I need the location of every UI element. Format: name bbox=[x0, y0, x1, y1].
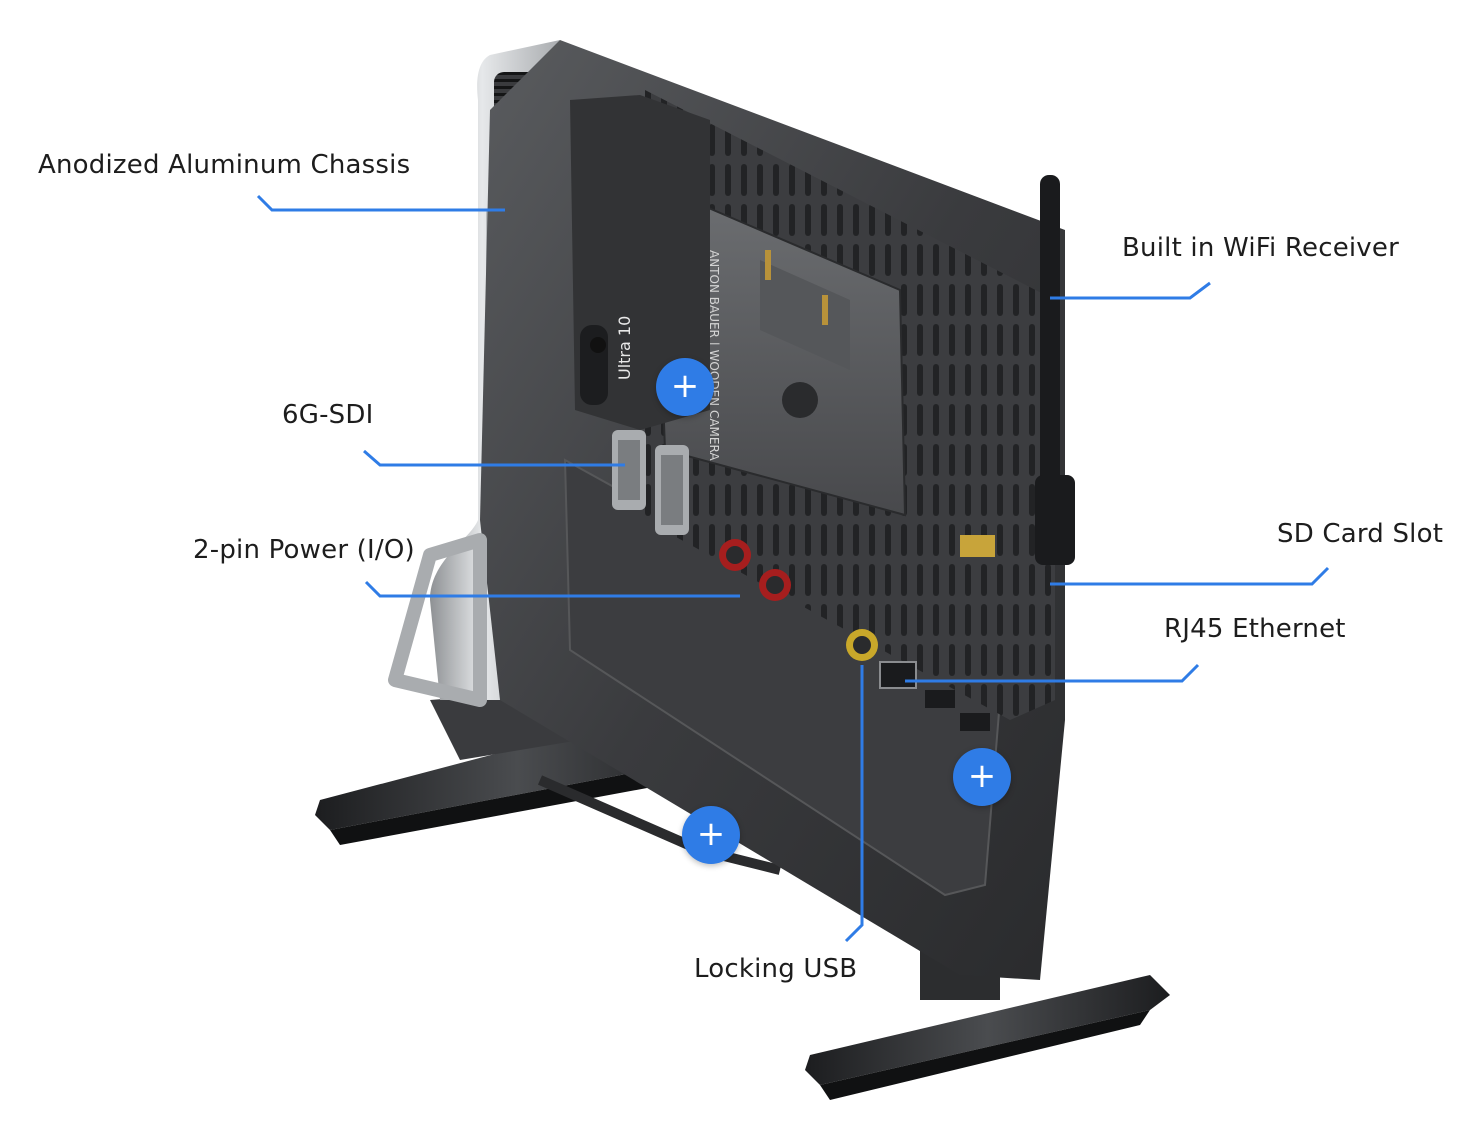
label-rj45-ethernet: RJ45 Ethernet bbox=[1164, 614, 1346, 644]
svg-text:ANTON BAUER | WOODEN CAMERA: ANTON BAUER | WOODEN CAMERA bbox=[707, 250, 721, 461]
callout-line-usb bbox=[844, 665, 864, 943]
label-locking-usb: Locking USB bbox=[694, 954, 858, 984]
callout-line-power bbox=[364, 580, 740, 598]
hotspot-plus-button[interactable]: + bbox=[953, 748, 1011, 806]
hotspot-plus-button[interactable]: + bbox=[682, 806, 740, 864]
rj45-port bbox=[879, 661, 917, 689]
sd-card-slot bbox=[960, 535, 995, 557]
label-wifi-receiver: Built in WiFi Receiver bbox=[1122, 233, 1399, 263]
label-2pin-power: 2-pin Power (I/O) bbox=[193, 535, 415, 565]
callout-line-ethernet bbox=[905, 663, 1200, 683]
callout-lines bbox=[256, 194, 1330, 943]
hotspot-plus-button[interactable]: + bbox=[656, 358, 714, 416]
control-module: Ultra 10 bbox=[570, 95, 710, 430]
callout-line-wifi bbox=[1050, 281, 1211, 300]
label-6g-sdi: 6G-SDI bbox=[282, 400, 374, 430]
sdi-connectors bbox=[612, 430, 689, 535]
wifi-antenna bbox=[1035, 175, 1075, 565]
label-sd-card-slot: SD Card Slot bbox=[1277, 519, 1444, 549]
battery-plate: ANTON BAUER | WOODEN CAMERA bbox=[653, 183, 907, 517]
callout-line-chassis bbox=[256, 194, 505, 212]
callout-line-sd bbox=[1050, 566, 1330, 586]
label-anodized-chassis: Anodized Aluminum Chassis bbox=[38, 150, 411, 180]
handle-bracket bbox=[388, 533, 487, 707]
power-connectors bbox=[719, 539, 791, 601]
callout-line-sdi bbox=[363, 449, 625, 467]
svg-text:Ultra 10: Ultra 10 bbox=[615, 316, 634, 380]
